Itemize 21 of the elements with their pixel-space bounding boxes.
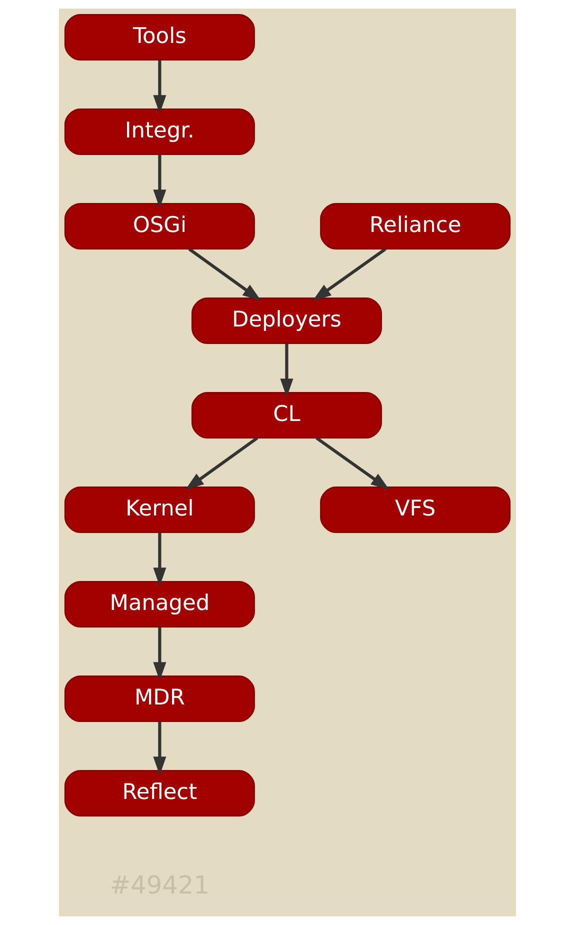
node-box: Reliance xyxy=(320,203,510,250)
arrow xyxy=(152,532,166,586)
node-box: OSGi xyxy=(64,203,254,250)
arrow xyxy=(184,436,258,490)
arrow xyxy=(280,344,293,398)
arrow xyxy=(315,436,389,490)
node-box: Tools xyxy=(64,14,254,60)
arrow xyxy=(152,154,166,208)
arrow xyxy=(312,248,386,301)
node-box: Kernel xyxy=(64,486,254,533)
node-box: Managed xyxy=(64,581,254,628)
arrow xyxy=(152,627,166,681)
arrow xyxy=(152,721,166,776)
node-box: VFS xyxy=(320,486,510,533)
arrow xyxy=(152,60,166,114)
node-box: MDR xyxy=(64,676,254,722)
node-box: CL xyxy=(190,392,382,438)
node-box: Deployers xyxy=(190,298,382,344)
node-box: Reflect xyxy=(64,770,254,816)
node-box: Integr. xyxy=(64,108,254,155)
arrow xyxy=(188,248,261,301)
